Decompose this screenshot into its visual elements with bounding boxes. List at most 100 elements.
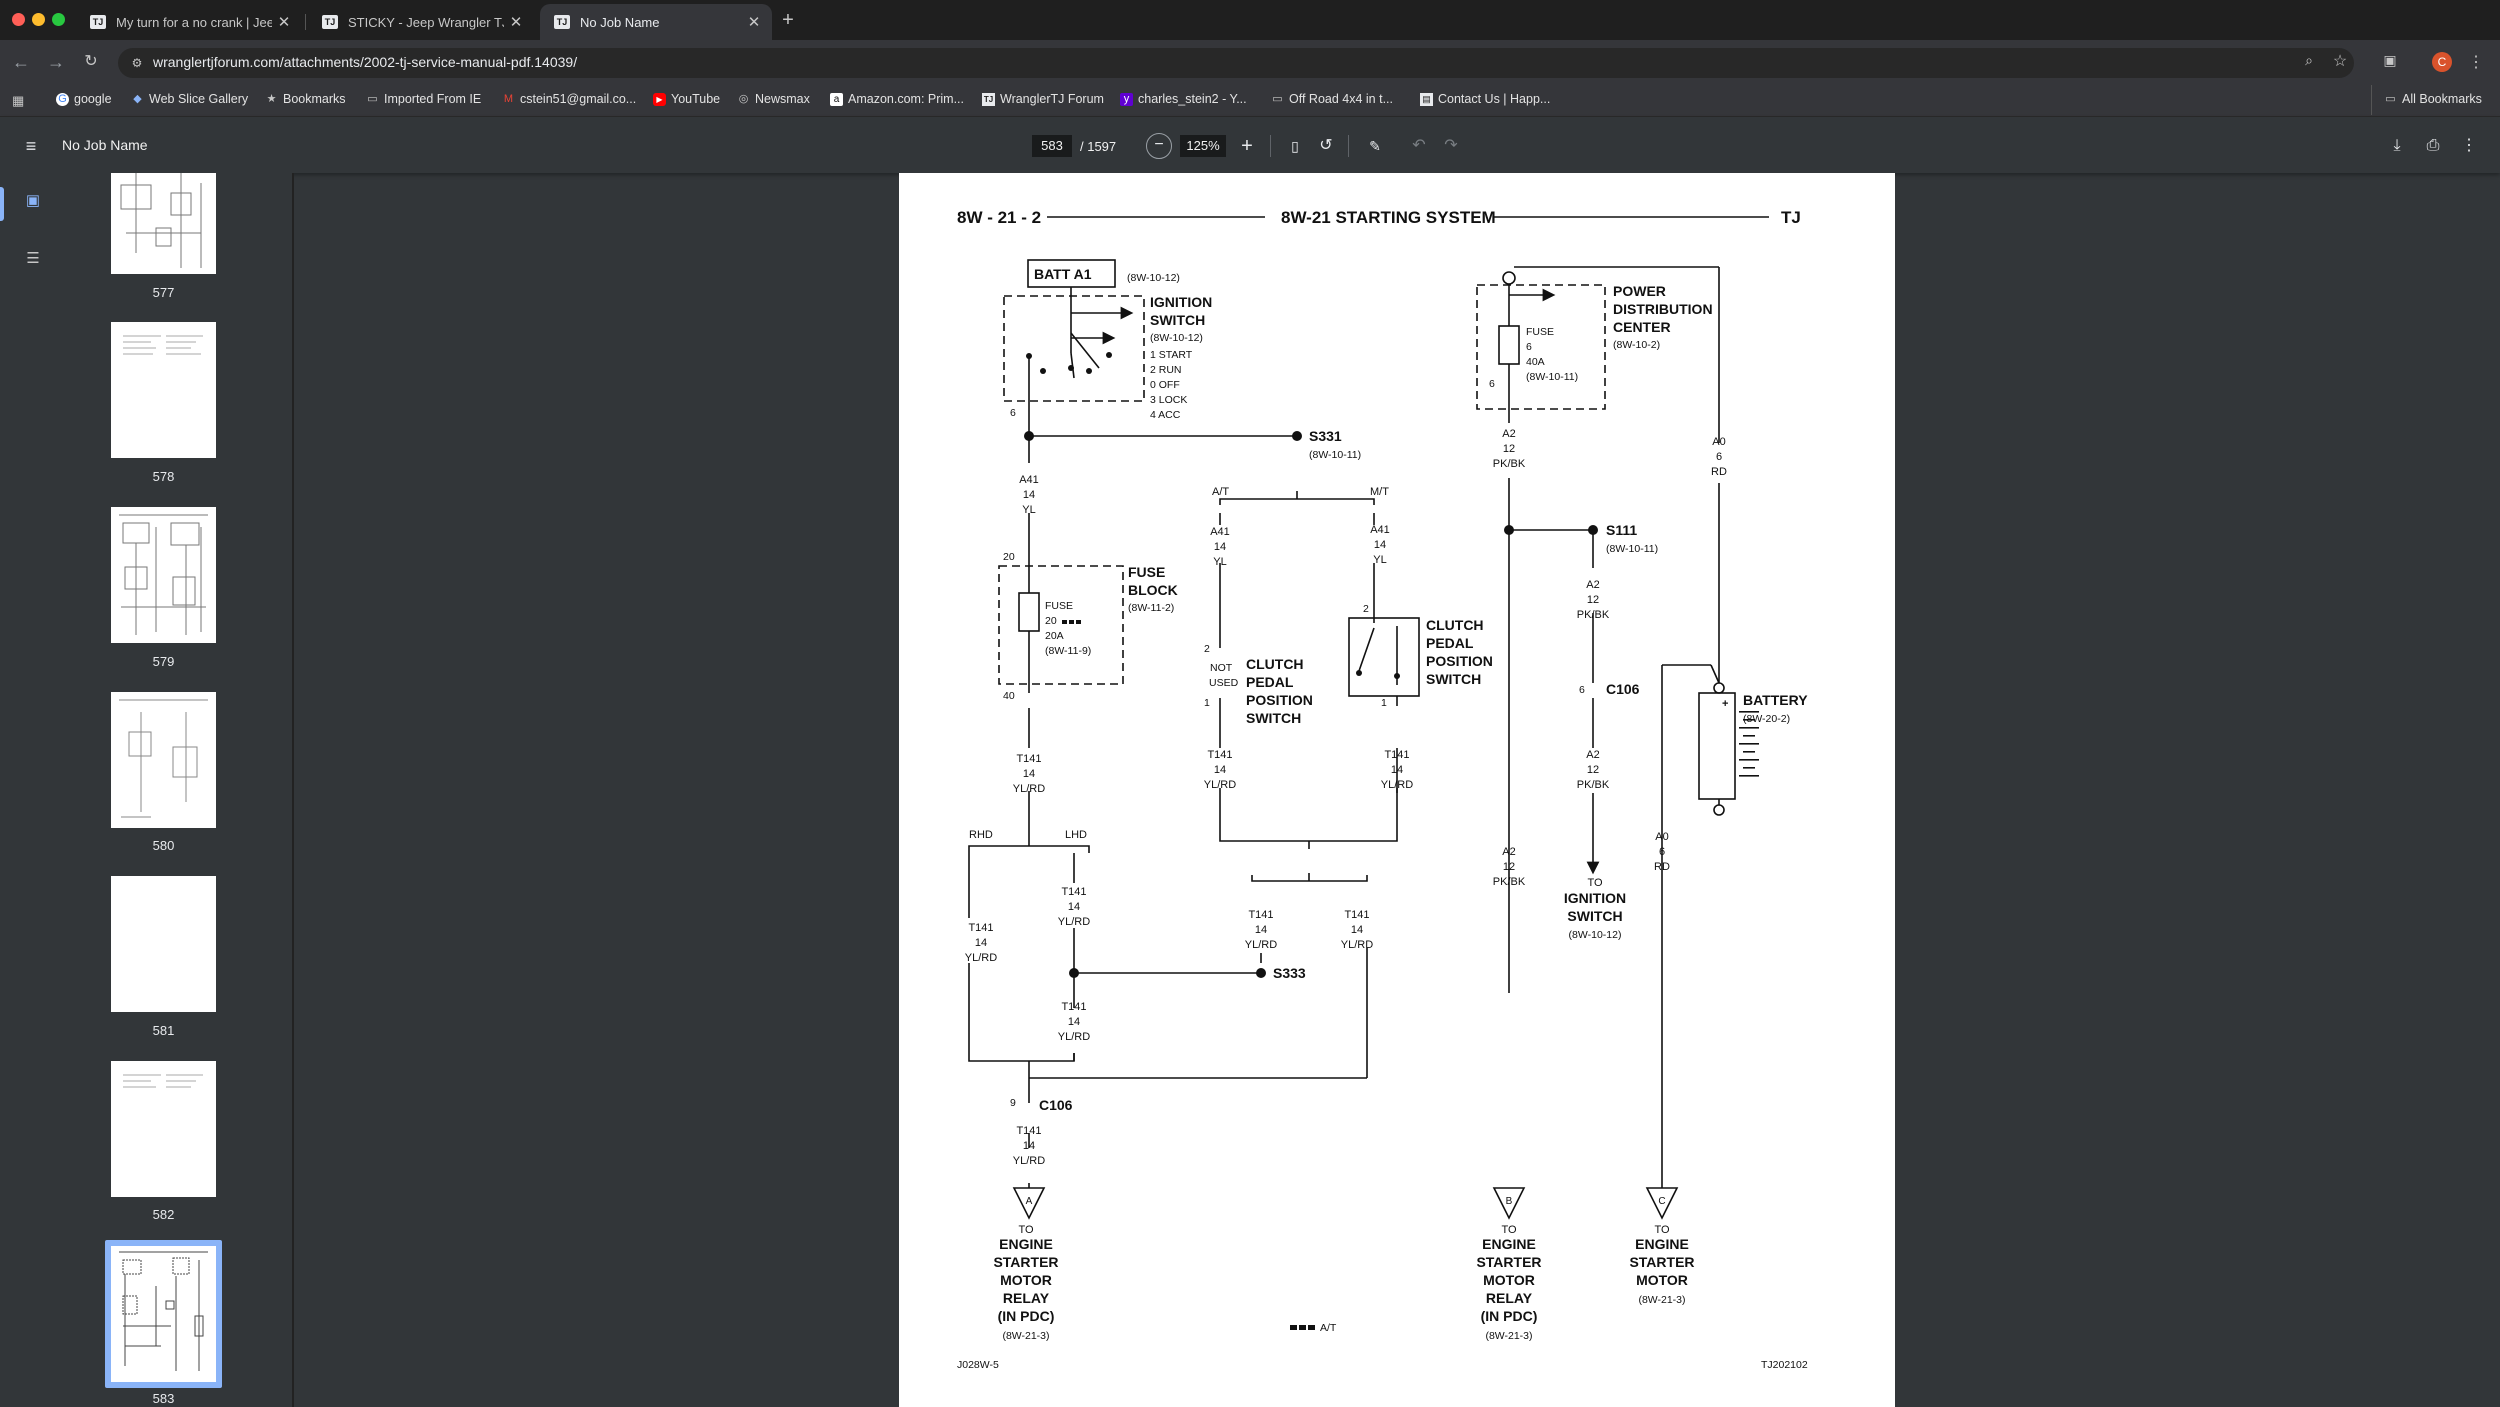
wire-label: PK/BK — [1493, 458, 1526, 470]
bookmark-google[interactable]: Ggoogle — [56, 92, 112, 106]
site-settings-icon[interactable]: ⚙ — [129, 55, 145, 71]
tab-title: STICKY - Jeep Wrangler TJ F — [348, 15, 504, 30]
tab-separator — [305, 14, 306, 30]
apps-grid-icon[interactable]: ▦ — [12, 93, 28, 109]
new-tab-button[interactable]: + — [776, 8, 800, 32]
fuse-block-title: FUSE — [1128, 564, 1165, 580]
page-thumbnail[interactable] — [111, 173, 216, 274]
wire-label: 6 — [1659, 846, 1665, 858]
tab-strip: TJ My turn for a no crank | Jeep ✕ TJ ST… — [0, 0, 2500, 40]
not-used-label: USED — [1209, 677, 1239, 689]
outline-view-icon[interactable]: ☰ — [22, 249, 44, 271]
bookmark-wranglertj[interactable]: TJWranglerTJ Forum — [982, 92, 1104, 106]
bookmark-imported[interactable]: ▭Imported From IE — [366, 92, 481, 106]
destination-label: ENGINE — [1482, 1236, 1536, 1252]
zoom-icon[interactable]: ⌕ — [2299, 52, 2319, 72]
fuse-ref: (8W-11-9) — [1045, 645, 1091, 657]
clutch-switch-title: PEDAL — [1426, 635, 1474, 651]
bookmark-web-slice[interactable]: ◆Web Slice Gallery — [131, 92, 248, 106]
bookmark-youtube[interactable]: ▶YouTube — [653, 92, 720, 106]
clutch-switch-title: POSITION — [1426, 653, 1493, 669]
tab-no-job-name[interactable]: TJ No Job Name ✕ — [540, 4, 772, 40]
bookmark-contact[interactable]: ▤Contact Us | Happ... — [1420, 92, 1550, 106]
pdc-title: DISTRIBUTION — [1613, 301, 1713, 317]
bookmark-offroad[interactable]: ▭Off Road 4x4 in t... — [1271, 92, 1393, 106]
profile-avatar[interactable]: C — [2432, 52, 2452, 72]
url-text[interactable]: wranglertjforum.com/attachments/2002-tj-… — [153, 54, 577, 70]
amazon-icon: a — [830, 93, 843, 106]
zoom-out-button[interactable]: − — [1146, 133, 1172, 159]
reload-icon[interactable]: ↻ — [79, 50, 103, 74]
bookmark-bookmarks[interactable]: ★Bookmarks — [265, 92, 346, 106]
undo-icon[interactable]: ↶ — [1406, 133, 1432, 159]
connector-c: C — [1658, 1196, 1665, 1207]
bookmark-gmail[interactable]: Mcstein51@gmail.co... — [502, 92, 636, 106]
fit-page-icon[interactable]: ▯ — [1282, 133, 1308, 159]
all-bookmarks-button[interactable]: ▭All Bookmarks — [2384, 92, 2482, 106]
rhd-label: RHD — [969, 829, 993, 841]
wire-label: A2 — [1586, 749, 1599, 761]
redo-icon[interactable]: ↷ — [1438, 133, 1464, 159]
page-thumbnail[interactable] — [111, 322, 216, 458]
tab-no-crank[interactable]: TJ My turn for a no crank | Jeep ✕ — [76, 4, 302, 40]
star-bookmark-icon[interactable]: ☆ — [2330, 51, 2350, 71]
thumbnails-view-icon[interactable]: ▣ — [22, 191, 44, 213]
wire-label: YL/RD — [1204, 779, 1236, 791]
close-icon[interactable]: ✕ — [272, 13, 296, 31]
thumbnail-label: 579 — [111, 654, 216, 669]
wire-label: T141 — [1248, 909, 1273, 921]
wire-label: A2 — [1586, 579, 1599, 591]
page-thumbnail[interactable] — [111, 692, 216, 828]
close-window-button[interactable] — [12, 13, 25, 26]
clutch-switch-title: SWITCH — [1426, 671, 1481, 687]
minimize-window-button[interactable] — [32, 13, 45, 26]
more-options-icon[interactable]: ⋮ — [2456, 133, 2482, 159]
wire-label: T141 — [1344, 909, 1369, 921]
tab-sticky-jeep[interactable]: TJ STICKY - Jeep Wrangler TJ F ✕ — [308, 4, 534, 40]
rotate-icon[interactable]: ↺ — [1313, 133, 1339, 159]
connector-c106: C106 — [1606, 681, 1640, 697]
wire-label: 12 — [1587, 594, 1599, 606]
ignition-switch-title: IGNITION — [1150, 294, 1212, 310]
print-icon[interactable]: ⎙ — [2420, 133, 2446, 159]
back-arrow-icon[interactable]: ← — [9, 50, 33, 74]
destination-label: (IN PDC) — [998, 1308, 1055, 1324]
active-indicator — [0, 187, 4, 221]
bookmark-newsmax[interactable]: ◎Newsmax — [737, 92, 810, 106]
page-thumbnail[interactable] — [111, 876, 216, 1012]
pdc-fuse-ref: (8W-10-11) — [1526, 371, 1578, 383]
download-icon[interactable]: ⤓ — [2384, 133, 2410, 159]
battery-plus: + — [1722, 698, 1728, 710]
maximize-window-button[interactable] — [52, 13, 65, 26]
diagram-code-right: TJ202102 — [1761, 1359, 1808, 1371]
zoom-in-button[interactable]: + — [1234, 133, 1260, 159]
pdc-title: CENTER — [1613, 319, 1671, 335]
page-thumbnail-current[interactable] — [111, 1246, 216, 1382]
destination-ref: (8W-21-3) — [1002, 1330, 1049, 1342]
wire-label: A2 — [1502, 846, 1515, 858]
at-label: A/T — [1212, 486, 1229, 498]
destination-ref: (8W-21-3) — [1638, 1294, 1685, 1306]
hamburger-menu-icon[interactable]: ≡ — [18, 133, 44, 159]
annotate-pen-icon[interactable]: ✎ — [1362, 133, 1388, 159]
splice-s111-ref: (8W-10-11) — [1606, 543, 1658, 555]
destination-label: IGNITION — [1564, 890, 1626, 906]
page-thumbnail[interactable] — [111, 507, 216, 643]
bookmark-yahoo[interactable]: ycharles_stein2 - Y... — [1120, 92, 1247, 106]
destination-label: MOTOR — [1483, 1272, 1535, 1288]
clutch-switch-title: SWITCH — [1246, 710, 1301, 726]
wire-label: 14 — [1068, 1016, 1080, 1028]
thumbnail-label: 580 — [111, 838, 216, 853]
forward-arrow-icon[interactable]: → — [44, 50, 68, 74]
side-panel-icon[interactable]: ▣ — [2380, 52, 2400, 72]
browser-menu-icon[interactable]: ⋮ — [2468, 52, 2482, 72]
bookmark-amazon[interactable]: aAmazon.com: Prim... — [830, 92, 964, 106]
page-thumbnail[interactable] — [111, 1061, 216, 1197]
page-number-input[interactable]: 583 — [1032, 135, 1072, 157]
tj-favicon-icon: TJ — [982, 93, 995, 106]
close-icon[interactable]: ✕ — [742, 13, 766, 31]
thumbnail-label: 577 — [111, 285, 216, 300]
close-icon[interactable]: ✕ — [504, 13, 528, 31]
tj-favicon-icon: TJ — [322, 15, 338, 29]
zoom-level-input[interactable]: 125% — [1180, 135, 1226, 157]
